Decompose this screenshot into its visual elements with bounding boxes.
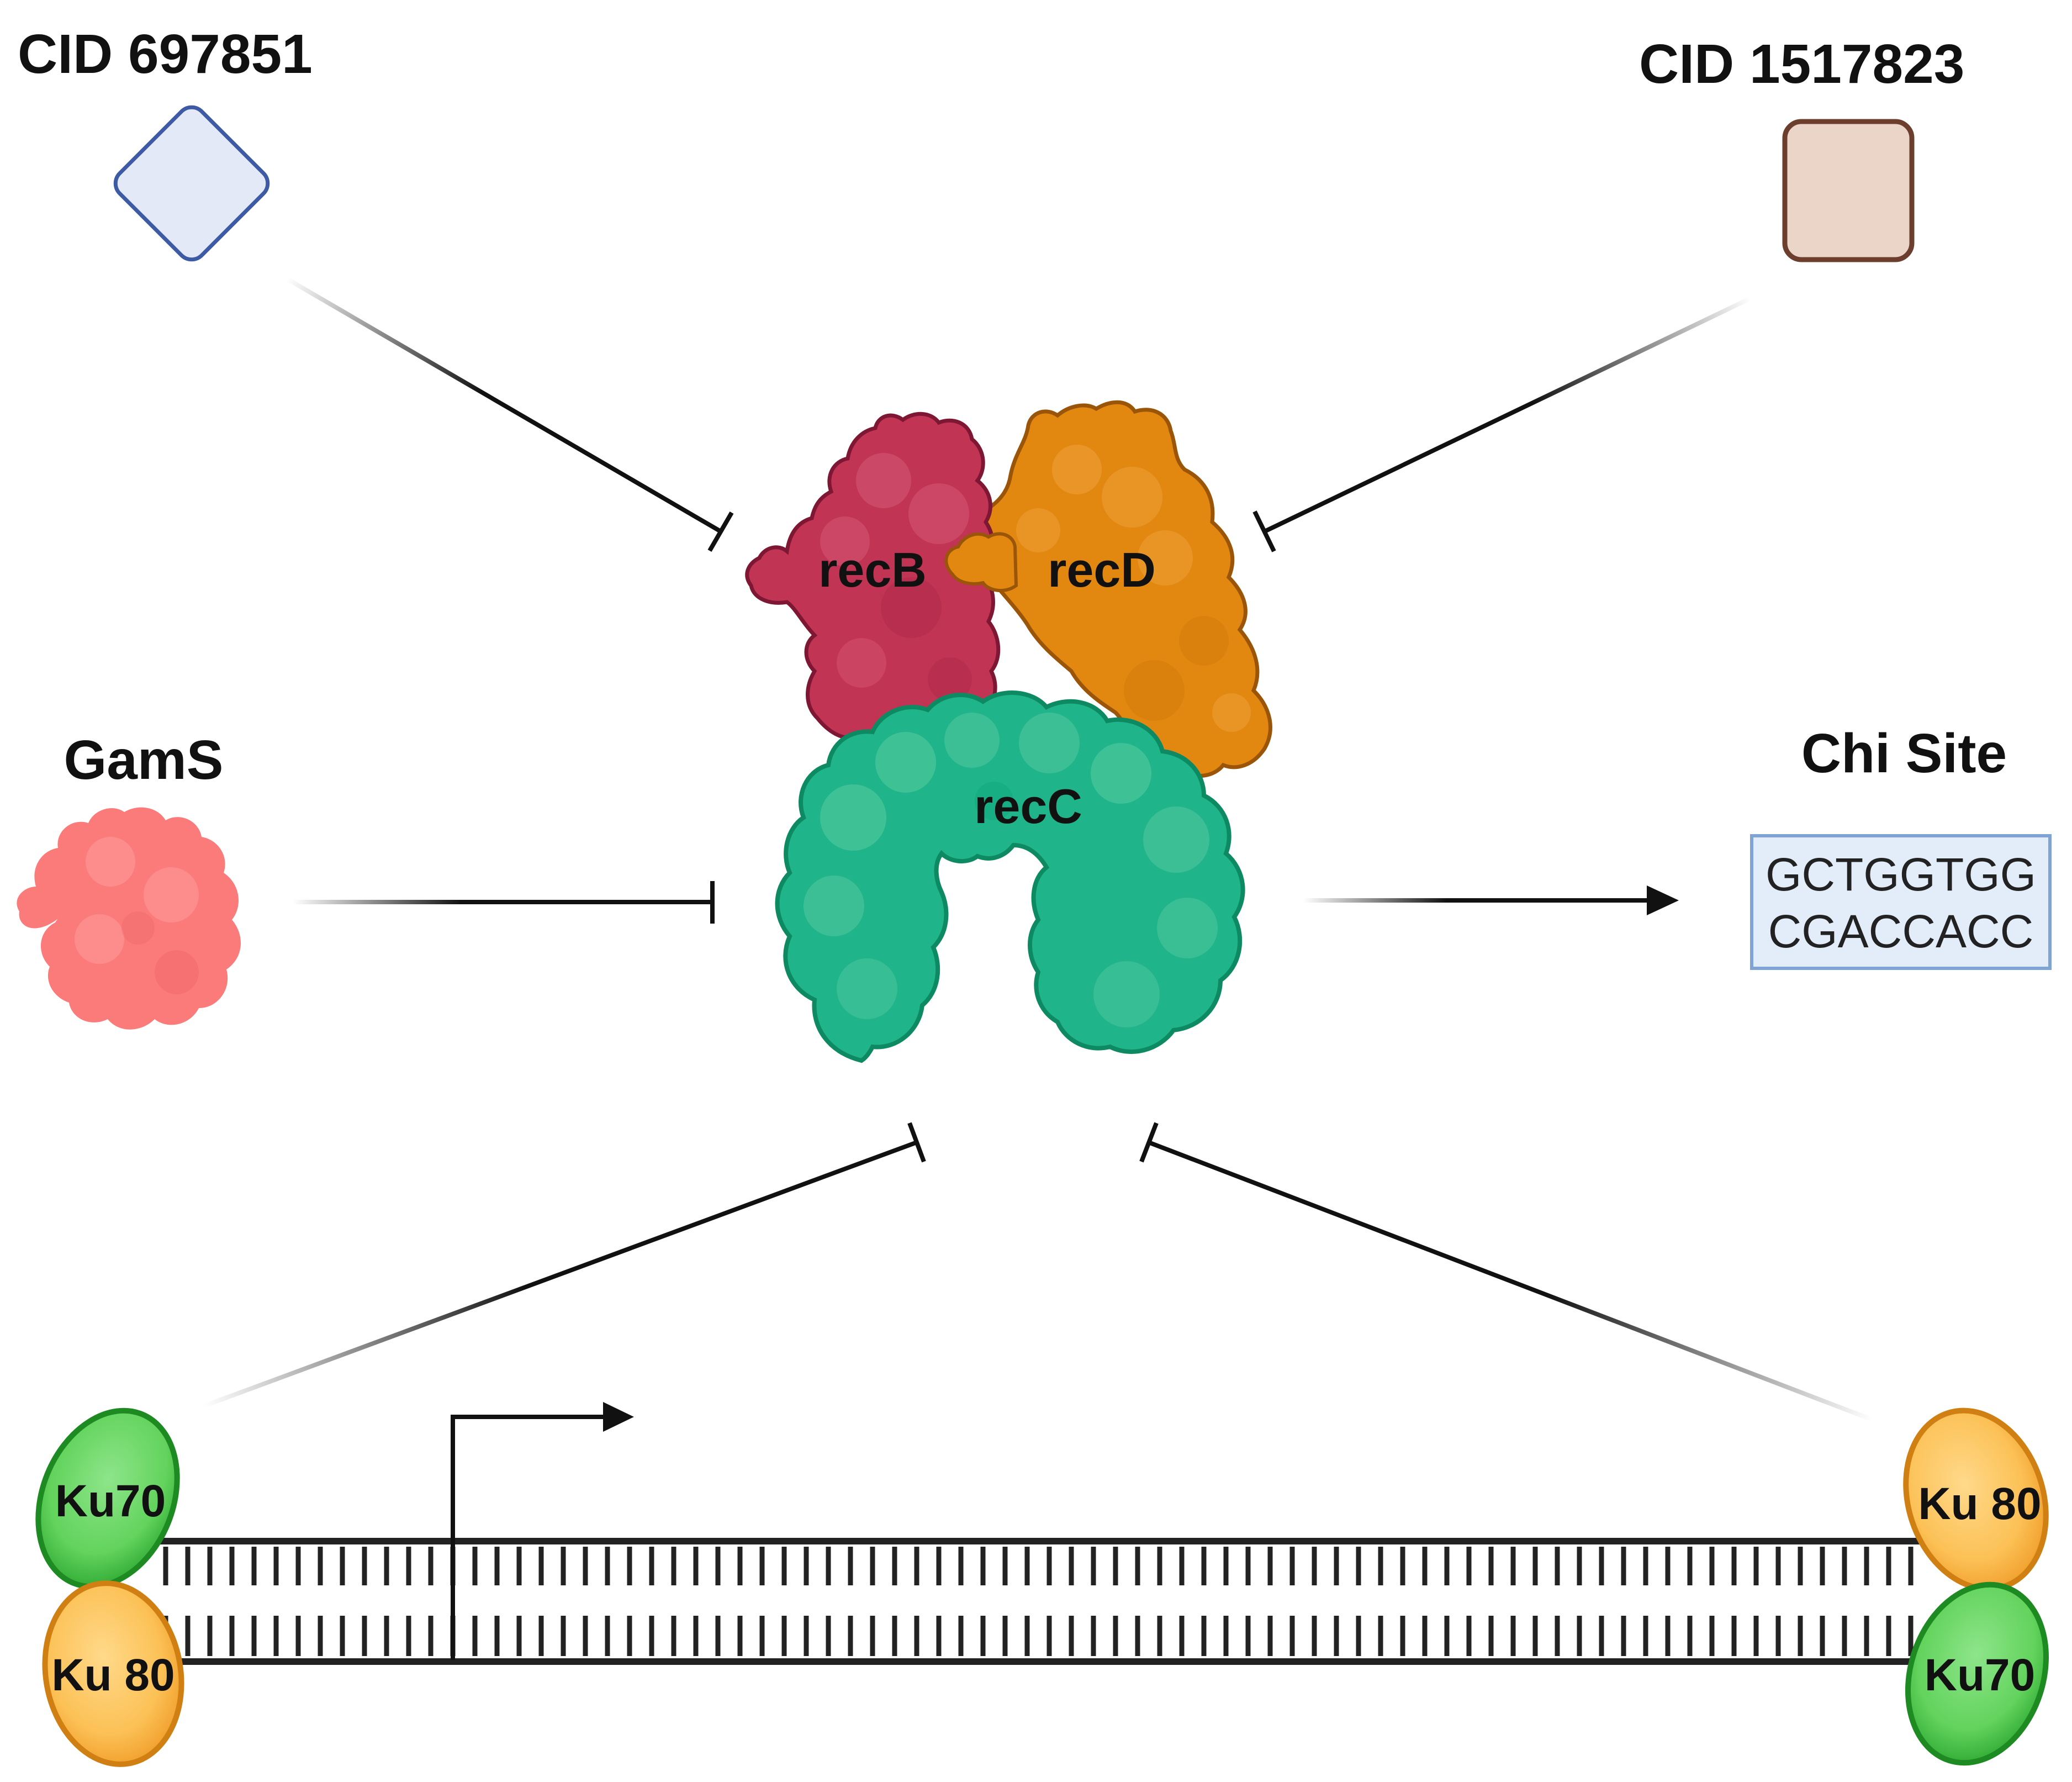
inhibition-line-cid1517823	[1252, 296, 1752, 552]
gams-protein	[17, 807, 241, 1030]
dna-double-strand	[155, 1538, 1922, 1665]
cid-1517823-square-icon	[1782, 119, 1915, 262]
recd-arm	[944, 532, 1018, 593]
dna-strand-bottom-bases	[163, 1616, 1914, 1656]
chi-site-sequence-top: GCTGGTGG	[1766, 848, 2036, 900]
chi-site-label: Chi Site	[1801, 723, 2007, 784]
inhibition-line-cid697851	[286, 277, 734, 552]
dna-strand-top-bases	[163, 1547, 1914, 1585]
inhibition-line-ku-left	[203, 1122, 926, 1408]
chi-site-sequence-bottom: CGACCACC	[1768, 905, 2034, 957]
chi-site-sequence-box	[1750, 834, 2052, 970]
gams-label: GamS	[64, 729, 223, 791]
ku70-right-protein	[1905, 1581, 2049, 1766]
inhibition-line-gams	[293, 881, 715, 924]
recb-protein	[745, 412, 1001, 750]
recc-protein	[775, 690, 1245, 1063]
ku80-left-protein	[42, 1580, 184, 1767]
cid-697851-label: CID 697851	[18, 23, 313, 85]
activation-arrow-chi-site	[1303, 885, 1679, 915]
ku70-left-label: Ku70	[55, 1476, 166, 1526]
recd-protein	[954, 400, 1272, 778]
promoter-arrow-icon	[451, 1402, 634, 1660]
inhibition-line-ku-right	[1139, 1122, 1873, 1422]
ku80-right-label: Ku 80	[1918, 1479, 2041, 1529]
ku80-left-label: Ku 80	[51, 1650, 175, 1700]
cid-697851-diamond-icon	[113, 105, 270, 262]
ku70-left-protein	[35, 1407, 180, 1590]
cid-1517823-label: CID 1517823	[1639, 33, 1964, 95]
recb-label: recB	[818, 542, 927, 597]
recd-label: recD	[1048, 542, 1156, 597]
ku70-right-label: Ku70	[1925, 1650, 2036, 1700]
recc-label: recC	[974, 779, 1082, 834]
